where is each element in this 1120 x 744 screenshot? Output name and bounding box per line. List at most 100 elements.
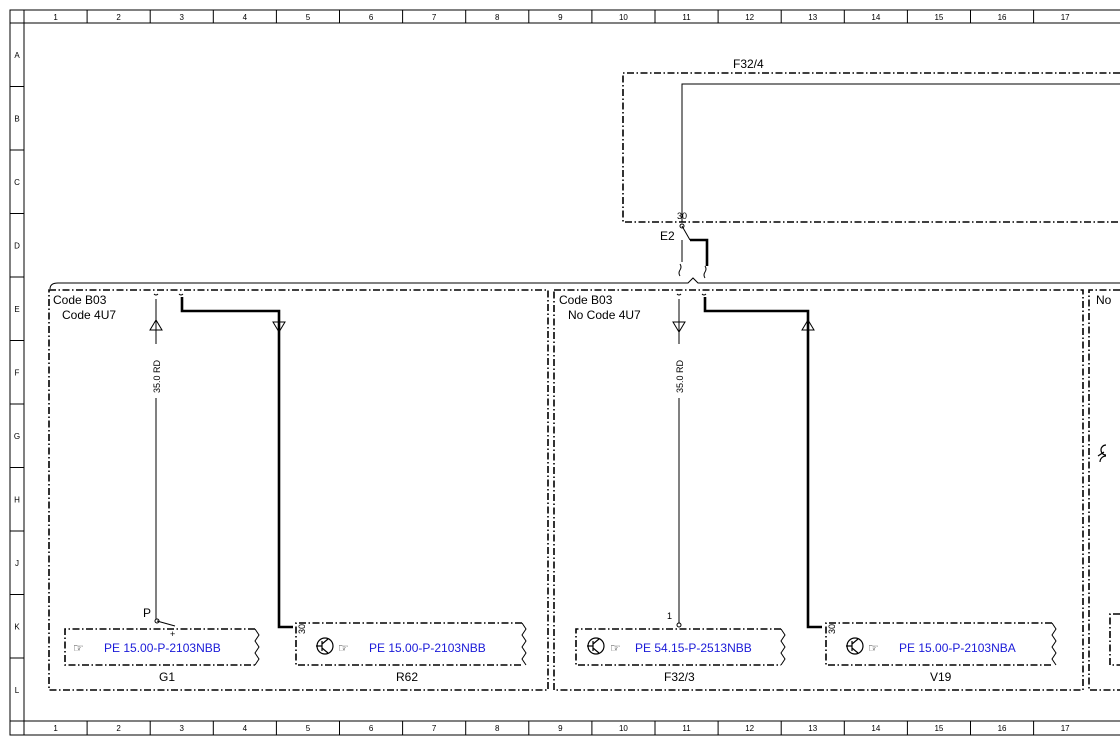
column-number: 13 <box>808 724 817 733</box>
v19-reference-link[interactable]: PE 15.00-P-2103NBA <box>899 641 1016 655</box>
g1-reference-link[interactable]: PE 15.00-P-2103NBB <box>104 641 221 655</box>
middle-thick-wire <box>703 297 822 629</box>
row-letter: B <box>14 114 19 123</box>
column-number: 1 <box>53 13 58 22</box>
left-arrow-up <box>149 319 163 331</box>
column-number: 12 <box>745 724 754 733</box>
column-number: 7 <box>432 13 437 22</box>
transistor-icon <box>587 637 605 655</box>
right-group-box <box>1088 289 1120 691</box>
f32-3-component-box <box>575 628 781 666</box>
row-letter: A <box>14 51 20 60</box>
left-wire-label: 35.0 RD <box>152 359 162 393</box>
left-arrow-down <box>272 321 286 333</box>
middle-wire-label: 35.0 RD <box>675 359 685 393</box>
r62-torn-edge <box>521 622 527 666</box>
column-number: 6 <box>369 13 374 22</box>
e2-connector-label: E2 <box>660 229 675 243</box>
g1-component-box <box>64 628 255 666</box>
column-number: 12 <box>745 13 754 22</box>
left-thin-break <box>153 293 159 296</box>
row-letter: F <box>15 368 20 377</box>
row-letter: H <box>14 495 20 504</box>
row-letter: D <box>14 241 20 250</box>
e2-thick-lead <box>690 238 709 266</box>
column-number: 17 <box>1061 724 1070 733</box>
f32-4-label: F32/4 <box>733 57 764 71</box>
column-number: 14 <box>871 13 880 22</box>
f32-4-module-box <box>622 72 1120 223</box>
middle-arrow-up <box>801 319 815 331</box>
f32-3-pin-terminal <box>676 622 682 628</box>
row-letter: C <box>14 178 20 187</box>
g1-pin-plus: + <box>170 629 175 639</box>
column-number: 9 <box>558 13 563 22</box>
column-number: 8 <box>495 13 500 22</box>
g1-switch-contact <box>156 620 176 627</box>
left-thick-break <box>178 293 184 296</box>
column-number: 5 <box>306 724 311 733</box>
left-group-box <box>48 289 549 691</box>
column-number: 5 <box>306 13 311 22</box>
v19-pointer-icon: ☞ <box>868 641 879 655</box>
column-number: 16 <box>998 724 1007 733</box>
column-number: 16 <box>998 13 1007 22</box>
f32-4-pin-30: 30 <box>677 211 687 221</box>
column-number: 11 <box>682 13 691 22</box>
column-number: 2 <box>116 13 121 22</box>
row-letter: L <box>15 686 20 695</box>
g1-pointer-icon: ☞ <box>73 641 84 655</box>
f32-3-torn-edge <box>780 628 786 666</box>
column-number: 13 <box>808 13 817 22</box>
column-number: 14 <box>871 724 880 733</box>
r62-reference-link[interactable]: PE 15.00-P-2103NBB <box>369 641 486 655</box>
g1-pin-p: P <box>143 606 151 620</box>
column-number: 4 <box>243 724 248 733</box>
column-number: 7 <box>432 724 437 733</box>
row-letter: E <box>14 305 19 314</box>
row-letter: G <box>14 432 20 441</box>
diagram-frame <box>9 9 1120 736</box>
column-number: 3 <box>180 13 185 22</box>
column-number: 2 <box>116 724 121 733</box>
f32-3-reference-link[interactable]: PE 54.15-P-2513NBB <box>635 641 752 655</box>
right-condition-1: No <box>1096 293 1112 307</box>
column-number: 17 <box>1061 13 1070 22</box>
e2-switch-arm <box>681 225 691 241</box>
column-number: 15 <box>934 724 943 733</box>
f32-3-pointer-icon: ☞ <box>610 641 621 655</box>
column-number: 4 <box>243 13 248 22</box>
v19-component-box <box>825 622 1052 666</box>
transistor-icon <box>316 637 334 655</box>
column-number: 3 <box>180 724 185 733</box>
middle-thin-break <box>676 293 682 296</box>
v19-torn-edge <box>1051 622 1057 666</box>
g1-label: G1 <box>159 670 175 684</box>
r62-pointer-icon: ☞ <box>338 641 349 655</box>
r62-label: R62 <box>396 670 418 684</box>
r62-pin-30: 30 <box>297 624 307 634</box>
left-condition-2: Code 4U7 <box>62 308 116 322</box>
v19-label: V19 <box>930 670 952 684</box>
v19-pin-30: 30 <box>827 624 837 634</box>
column-number: 11 <box>682 724 691 733</box>
middle-thick-break <box>701 293 707 296</box>
row-letter: K <box>14 622 20 631</box>
column-number: 10 <box>619 13 628 22</box>
column-number: 9 <box>558 724 563 733</box>
f32-3-label: F32/3 <box>664 670 695 684</box>
e2-break-thin <box>678 263 682 277</box>
column-number: 6 <box>369 724 374 733</box>
middle-condition-2: No Code 4U7 <box>568 308 641 322</box>
column-number: 1 <box>53 724 58 733</box>
f32-3-pin-1: 1 <box>667 611 672 621</box>
f32-4-internal-wire <box>681 83 1120 222</box>
column-number: 8 <box>495 724 500 733</box>
left-thick-wire <box>180 297 293 629</box>
e2-break-thick <box>703 265 707 279</box>
middle-arrow-down <box>672 321 686 333</box>
